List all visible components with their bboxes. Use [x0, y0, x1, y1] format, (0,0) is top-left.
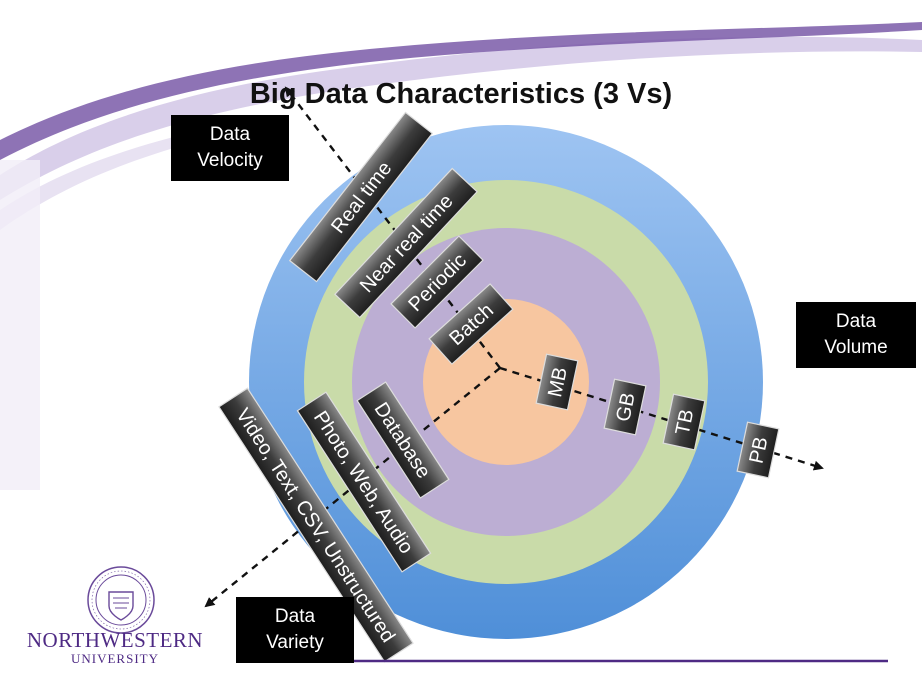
logo-subtext: UNIVERSITY — [71, 651, 159, 666]
volume-label-mb: MB — [535, 353, 579, 411]
callout-line: Data — [835, 311, 877, 332]
logo-wordmark: NORTHWESTERN — [26, 628, 204, 652]
callout-data-volume: Data Volume — [796, 302, 916, 368]
svg-text:TB: TB — [672, 407, 699, 437]
variety-axis — [204, 367, 501, 608]
callout-line: Data — [209, 124, 251, 145]
velocity-label-batch: Batch — [428, 283, 514, 365]
callout-data-velocity: Data Velocity — [171, 115, 289, 181]
university-seal — [87, 566, 155, 634]
volume-label-tb: TB — [662, 393, 706, 451]
volume-label-gb: GB — [603, 378, 647, 436]
callout-line: Variety — [266, 632, 324, 653]
callout-line: Volume — [824, 337, 888, 358]
callout-data-variety: Data Variety — [236, 597, 354, 663]
slide-title: Big Data Characteristics (3 Vs) — [249, 78, 673, 110]
callout-line: Velocity — [197, 150, 263, 171]
svg-text:PB: PB — [745, 435, 772, 466]
volume-label-pb: PB — [736, 421, 780, 479]
callout-line: Data — [274, 606, 316, 627]
